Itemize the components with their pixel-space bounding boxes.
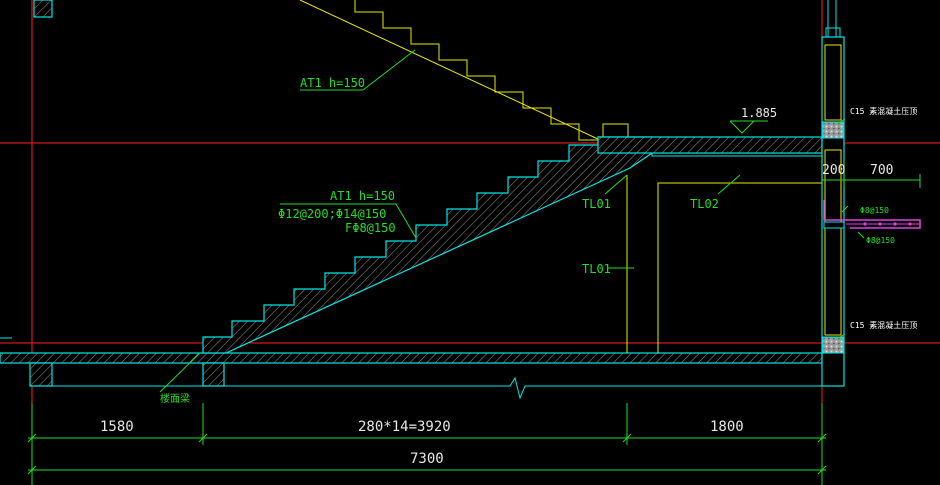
dim-seg2: 280*14=3920 bbox=[358, 419, 451, 435]
label-tl01-a: TL01 bbox=[582, 197, 611, 211]
top-stub bbox=[33, 0, 53, 18]
lower-flight bbox=[202, 136, 653, 354]
tl-beams bbox=[626, 175, 822, 353]
label-rebar-small-1: Φ8@150 bbox=[860, 206, 889, 215]
text-labels: AT1 h=150 AT1 h=150 Φ12@200;Φ14@150 FΦ8@… bbox=[100, 76, 917, 467]
label-wall-200: 200 bbox=[822, 163, 845, 178]
wall-rebar-detail bbox=[823, 200, 921, 239]
label-at1-lower: AT1 h=150 bbox=[330, 189, 395, 203]
label-at1-upper: AT1 h=150 bbox=[300, 76, 365, 90]
floor-slab bbox=[0, 337, 823, 400]
dim-seg1: 1580 bbox=[100, 419, 134, 435]
label-c15-lower: C15 素混凝土压顶 bbox=[850, 320, 917, 330]
label-tl02: TL02 bbox=[690, 197, 719, 211]
right-wall bbox=[821, 0, 845, 387]
dimension-lines bbox=[27, 160, 921, 485]
landing-slab bbox=[597, 136, 823, 157]
label-c15-upper: C15 素混凝土压顶 bbox=[850, 106, 917, 116]
dim-total: 7300 bbox=[410, 451, 444, 467]
label-base-note: 楼面梁 bbox=[160, 392, 190, 405]
label-level: 1.885 bbox=[741, 106, 777, 120]
label-rebar-small-2: Φ8@150 bbox=[866, 236, 895, 245]
upper-flight bbox=[299, 0, 629, 141]
label-rebar-1: Φ12@200;Φ14@150 bbox=[278, 207, 386, 221]
dim-seg3: 1800 bbox=[710, 419, 744, 435]
leaders bbox=[159, 49, 846, 393]
label-rebar-2: FΦ8@150 bbox=[345, 221, 396, 235]
label-wall-700: 700 bbox=[870, 163, 893, 178]
label-tl01-b: TL01 bbox=[582, 262, 611, 276]
